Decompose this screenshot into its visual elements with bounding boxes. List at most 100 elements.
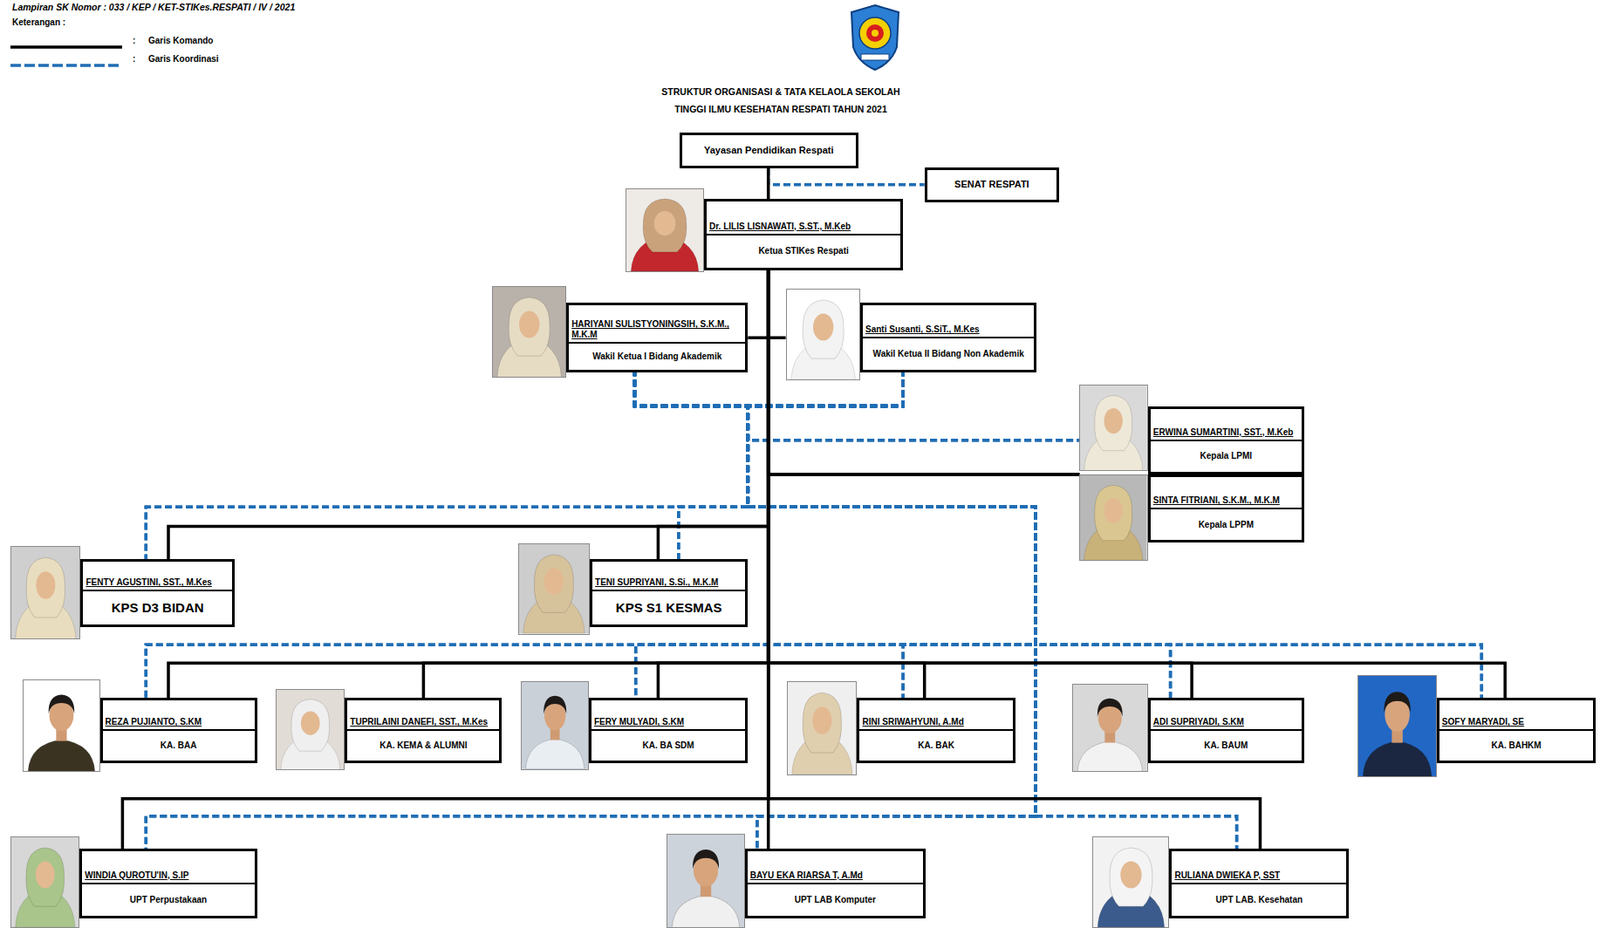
name-cell: REZA PUJIANTO, S.KM: [102, 700, 255, 730]
coordination-line: [635, 372, 1036, 698]
position-title: KA. BAHKM: [1490, 740, 1541, 752]
portrait-photo: [786, 288, 861, 381]
coordination-line: [635, 372, 1081, 441]
command-line: [768, 270, 1081, 475]
name-cell: SINTA FITRIANI, S.K.M., M.K.M: [1150, 477, 1302, 508]
name-cell: FERY MULYADI, S.KM: [591, 700, 746, 730]
box-frame: WINDIA QUROTU'IN, S.IPUPT Perpustakaan: [79, 848, 258, 919]
portrait-photo: [1079, 474, 1148, 561]
coordination-line: [747, 372, 1170, 698]
role-cell: Wakil Ketua II Bidang Non Akademik: [862, 336, 1034, 370]
portrait-photo: [10, 836, 81, 928]
position-title: KA. BAA: [160, 740, 198, 752]
person-box: Dr. LILIS LISNAWATI, S.ST., M.KebKetua S…: [625, 198, 903, 271]
person-box: HARIYANI SULISTYONINGSIH, S.K.M., M.K.M W…: [492, 302, 749, 373]
person-name: FENTY AGUSTINI, SST., M.Kes: [85, 577, 212, 589]
role-cell: Kepala LPPM: [1150, 507, 1302, 541]
person-name: REZA PUJIANTO, S.KM: [105, 717, 203, 728]
portrait-photo: [1357, 675, 1437, 778]
person-box: TENI SUPRIYANI, S.Si., M.K.MKPS S1 KESMA…: [518, 559, 748, 628]
command-line: [768, 270, 1505, 698]
coordination-line: [747, 372, 1036, 698]
person-box: FERY MULYADI, S.KM KA. BA SDM: [520, 697, 749, 764]
coordination-line: [635, 372, 1483, 698]
legend-colon: :: [132, 35, 136, 47]
name-cell: HARIYANI SULISTYONINGSIH, S.K.M., M.K.M: [568, 305, 746, 342]
unit-name: SENAT RESPATI: [954, 178, 1030, 191]
coordination-line: [635, 372, 1037, 698]
person-box: ADI SUPRIYADI, S.KMKA. BAUM: [1072, 697, 1305, 764]
portrait-photo: [1092, 836, 1170, 928]
command-line: [168, 270, 769, 560]
person-name: FERY MULYADI, S.KM: [594, 717, 684, 728]
command-line: [747, 270, 768, 338]
person-name: Dr. LILIS LISNAWATI, S.ST., M.Keb: [709, 221, 851, 233]
command-line: [768, 270, 1192, 698]
legend-dashed-sample: [10, 61, 124, 69]
position-title: Wakil Ketua I Bidang Akademik: [592, 351, 722, 363]
position-title: Wakil Ketua II Bidang Non Akademik: [873, 348, 1025, 360]
coordination-line: [145, 372, 1036, 698]
role-cell: KA. BAA: [102, 729, 255, 760]
coordination-line: [768, 168, 925, 185]
box-frame: Santi Susanti, S.SiT., M.KesWakil Ketua …: [860, 302, 1037, 373]
box-frame: RINI SRIWAHYUNI, A.MdKA. BAK: [856, 697, 1015, 764]
box-frame: RULIANA DWIEKA P, SSTUPT LAB. Kesehatan: [1169, 848, 1349, 919]
role-cell: Ketua STIKes Respati: [706, 233, 901, 268]
name-cell: SOFY MARYADI, SE: [1439, 700, 1594, 730]
command-line: [766, 168, 771, 199]
coordination-line: [635, 372, 1171, 698]
portrait-photo: [520, 681, 589, 771]
portrait-photo: [518, 543, 590, 635]
name-cell: TUPRILAINI DANEFI, SST., M.Kes: [347, 700, 500, 730]
person-name: WINDIA QUROTU'IN, S.IP: [84, 870, 189, 882]
person-box: FENTY AGUSTINI, SST., M.KesKPS D3 BIDAN: [10, 559, 235, 628]
person-name: SINTA FITRIANI, S.K.M., M.K.M: [1153, 495, 1280, 506]
command-line: [768, 270, 1081, 475]
person-box: RINI SRIWAHYUNI, A.MdKA. BAK: [786, 697, 1016, 764]
coordination-line: [635, 372, 749, 560]
person-box: ERWINA SUMARTINI, SST., M.KebKepala LPMI: [1079, 406, 1304, 475]
role-cell: KA. BAUM: [1150, 729, 1302, 760]
name-cell: BAYU EKA RIARSA T, A.Md: [747, 851, 924, 883]
name-cell: Santi Susanti, S.SiT., M.Kes: [862, 305, 1034, 337]
role-cell: KA. BAHKM: [1439, 729, 1594, 760]
name-cell: FENTY AGUSTINI, SST., M.Kes: [82, 561, 233, 590]
portrait-photo: [275, 689, 346, 772]
person-name: HARIYANI SULISTYONINGSIH, S.K.M., M.K.M: [571, 319, 742, 341]
person-box: WINDIA QUROTU'IN, S.IPUPT Perpustakaan: [10, 848, 258, 919]
person-name: ERWINA SUMARTINI, SST., M.Keb: [1153, 427, 1294, 438]
role-cell: Wakil Ketua I Bidang Akademik: [568, 341, 746, 370]
name-cell: RINI SRIWAHYUNI, A.Md: [859, 700, 1012, 730]
person-box: REZA PUJIANTO, S.KM KA. BAA: [22, 697, 258, 764]
position-title: KA. KEMA & ALUMNI: [379, 740, 467, 752]
institution-logo: [847, 3, 903, 72]
portrait-photo: [786, 681, 858, 776]
position-title: KA. BA SDM: [642, 740, 695, 752]
portrait-photo: [10, 546, 82, 641]
role-cell: KPS S1 KESMAS: [592, 589, 746, 625]
box-frame: TUPRILAINI DANEFI, SST., M.KesKA. KEMA &…: [344, 697, 502, 764]
box-frame: HARIYANI SULISTYONINGSIH, S.K.M., M.K.M W…: [566, 302, 748, 373]
role-cell: Kepala LPMI: [1150, 439, 1302, 472]
name-cell: TENI SUPRIYANI, S.Si., M.K.M: [592, 561, 746, 590]
box-frame: ERWINA SUMARTINI, SST., M.KebKepala LPMI: [1148, 406, 1305, 475]
role-cell: UPT LAB. Kesehatan: [1171, 882, 1347, 917]
command-line: [168, 270, 769, 698]
position-title: Kepala LPPM: [1198, 519, 1254, 531]
person-name: ADI SUPRIYADI, S.KM: [1153, 717, 1245, 728]
unit-box: Yayasan Pendidikan Respati: [679, 132, 859, 169]
coordination-line: [747, 372, 1482, 698]
portrait-photo: [1072, 683, 1149, 773]
box-frame: BAYU EKA RIARSA T, A.MdUPT LAB Komputer: [745, 848, 926, 919]
box-frame: Dr. LILIS LISNAWATI, S.ST., M.KebKetua S…: [704, 198, 903, 271]
position-title: KPS D3 BIDAN: [111, 600, 205, 616]
box-frame: ADI SUPRIYADI, S.KMKA. BAUM: [1148, 697, 1305, 764]
portrait-photo: [22, 679, 101, 773]
unit-name: Yayasan Pendidikan Respati: [704, 144, 835, 157]
person-name: RINI SRIWAHYUNI, A.Md: [861, 717, 964, 728]
box-frame: REZA PUJIANTO, S.KM KA. BAA: [100, 697, 258, 764]
portrait-photo: [1079, 384, 1148, 472]
position-title: Ketua STIKes Respati: [758, 246, 848, 257]
